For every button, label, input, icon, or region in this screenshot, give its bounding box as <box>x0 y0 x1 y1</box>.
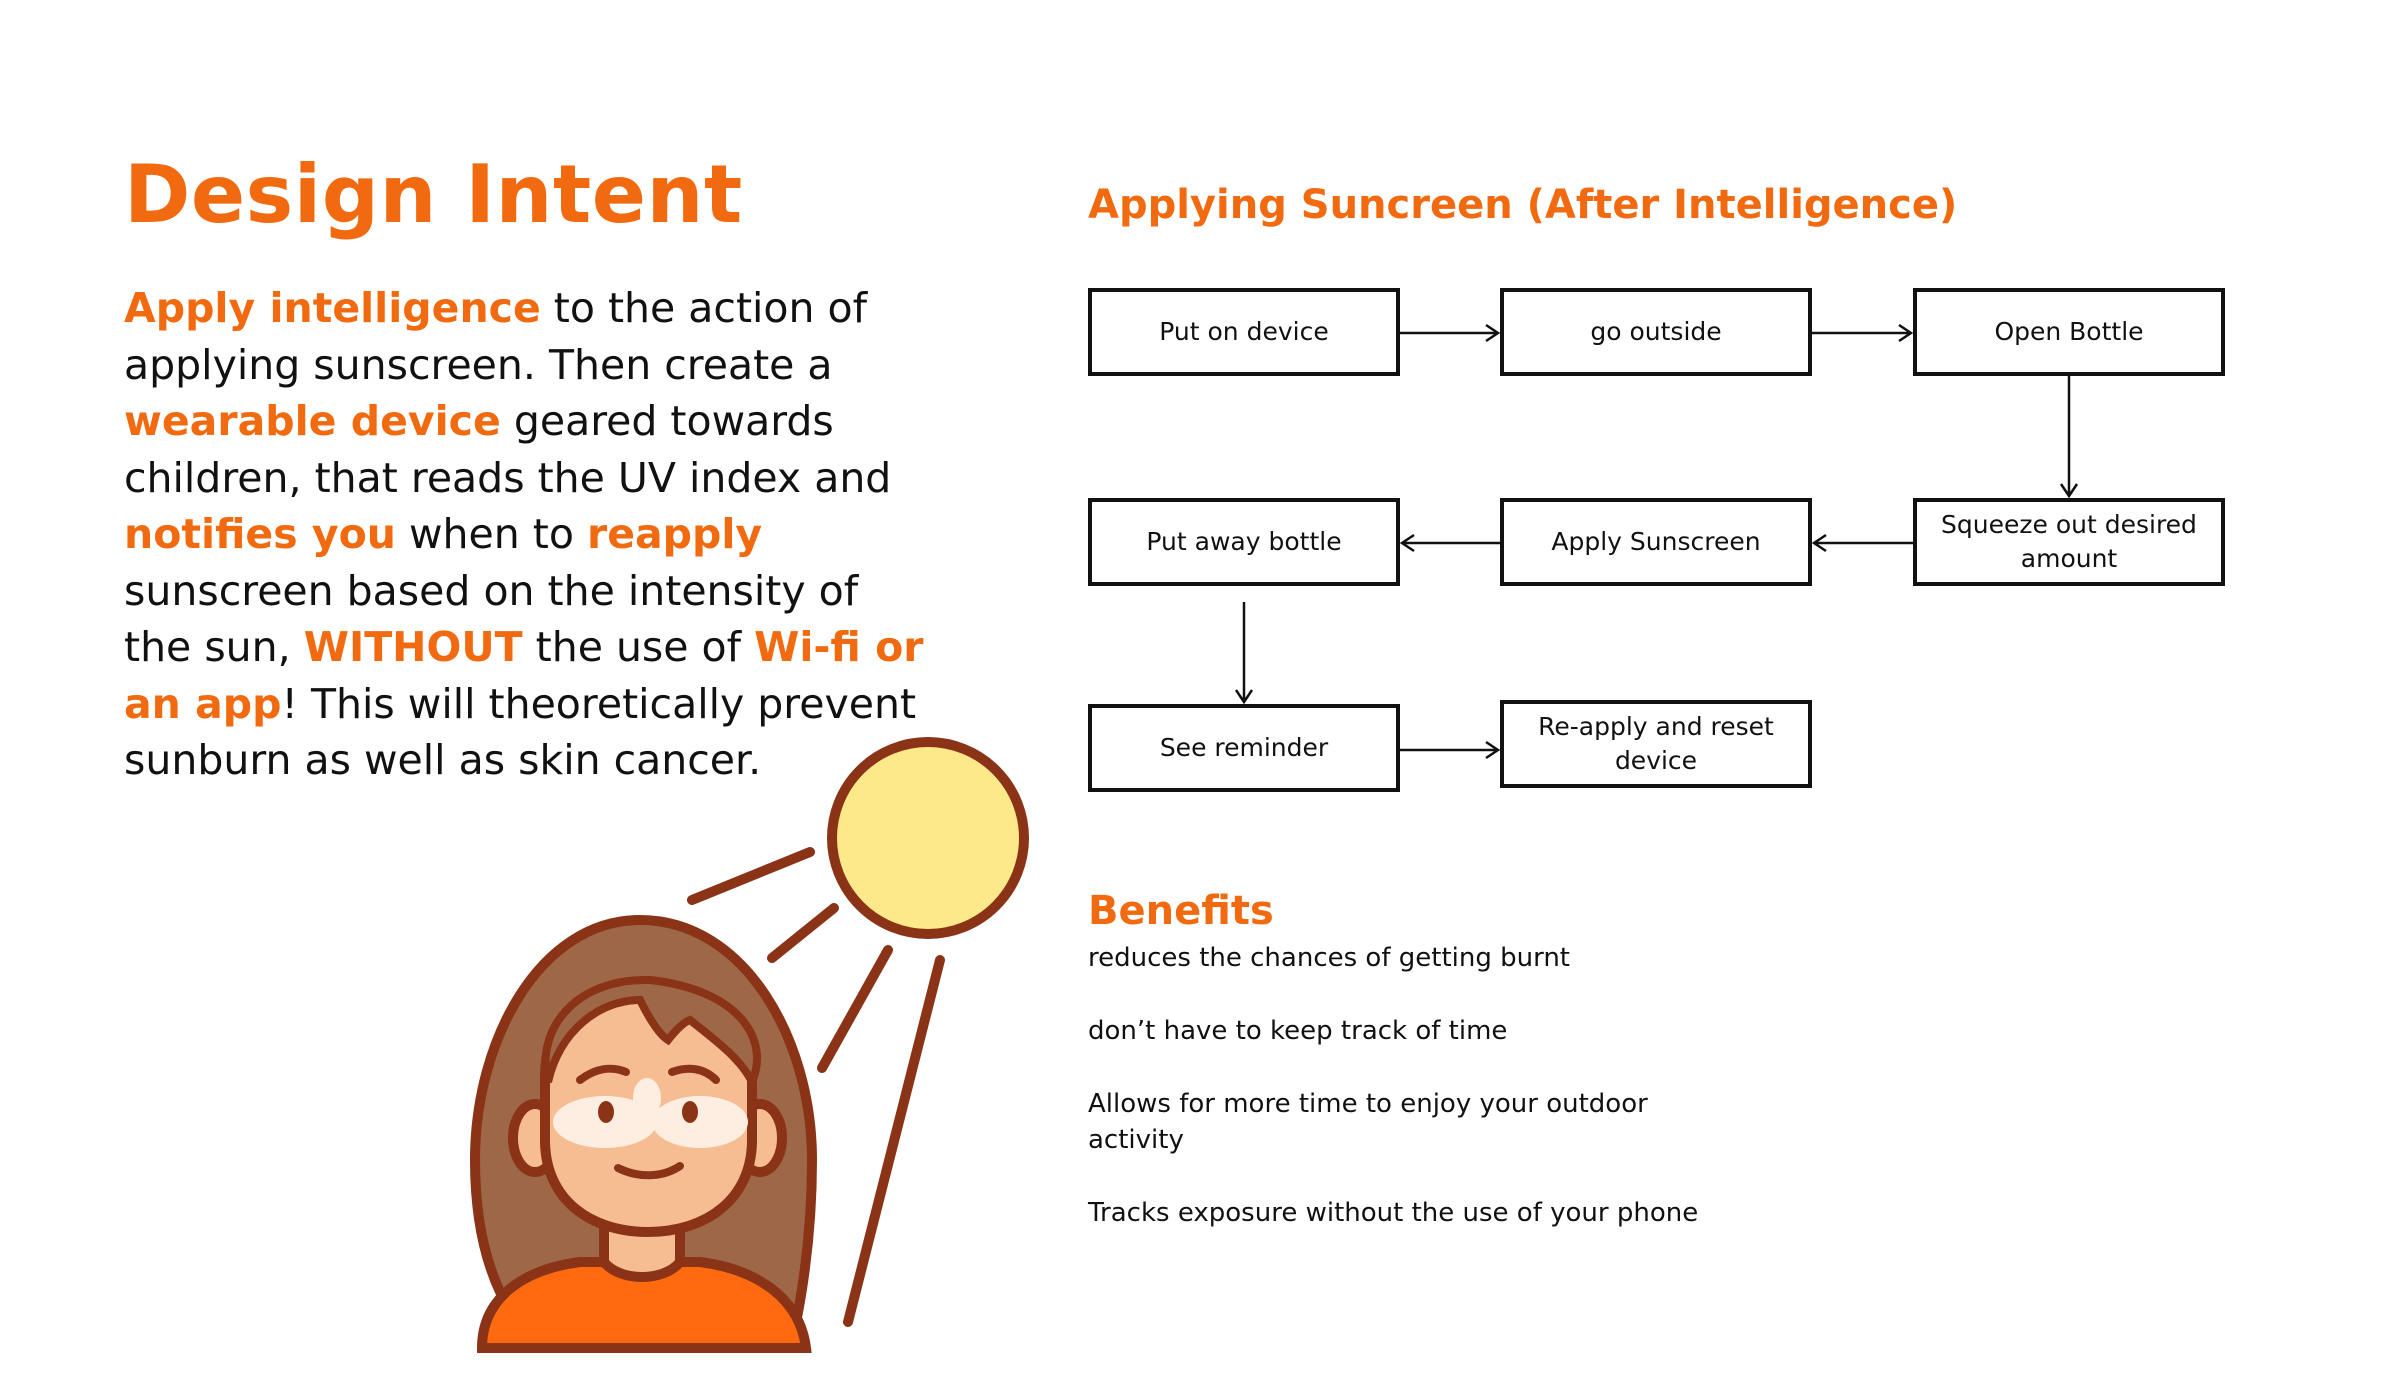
arrow-2-3 <box>1812 323 1914 343</box>
arrow-3-4 <box>2059 376 2079 499</box>
highlight-wifi-or-app: Wi-fi or an app <box>124 623 924 728</box>
intent-text: geared towards children, that reads the … <box>124 397 892 502</box>
design-intent-paragraph: Apply intelligence to the action of appl… <box>124 280 924 789</box>
step-label: Put away bottle <box>1146 527 1342 556</box>
sunscreen-right-cheek <box>652 1096 748 1148</box>
highlight-notifies-you: notifies you <box>124 510 396 558</box>
step-label: Re-apply and reset device <box>1538 712 1774 775</box>
arrow-1-2 <box>1400 323 1501 343</box>
step-put-away-bottle: Put away bottle <box>1088 498 1400 586</box>
benefit-item: reduces the chances of getting burnt <box>1088 943 1570 973</box>
step-reapply-reset: Re-apply and reset device <box>1500 700 1812 788</box>
step-apply-sunscreen: Apply Sunscreen <box>1500 498 1812 586</box>
intent-text: when to <box>395 510 587 558</box>
step-open-bottle: Open Bottle <box>1913 288 2225 376</box>
page-title: Design Intent <box>124 148 743 241</box>
arrow-7-8 <box>1400 740 1501 760</box>
arrow-6-7 <box>1234 602 1254 705</box>
step-go-outside: go outside <box>1500 288 1812 376</box>
flowchart-title: Applying Suncreen (After Intelligence) <box>1088 182 1958 228</box>
highlight-without: WITHOUT <box>303 623 523 671</box>
sun-icon <box>827 737 1029 939</box>
intent-text: ! This will theoretically prevent sunbur… <box>124 679 917 785</box>
step-label: go outside <box>1590 317 1722 346</box>
step-label: Apply Sunscreen <box>1551 527 1761 556</box>
shirt <box>476 1257 812 1353</box>
bangs <box>541 975 761 1092</box>
highlight-wearable-device: wearable device <box>124 397 501 445</box>
mouth <box>614 1162 684 1180</box>
benefit-item: don’t have to keep track of time <box>1088 1016 1508 1046</box>
highlight-apply-intelligence: Apply intelligence <box>124 284 541 332</box>
arrow-5-6 <box>1399 533 1500 553</box>
benefits-title: Benefits <box>1088 888 1274 934</box>
benefit-item: Tracks exposure without the use of your … <box>1088 1198 1699 1228</box>
highlight-reapply: reapply <box>586 510 763 558</box>
step-label: Put on device <box>1159 317 1329 346</box>
left-eye <box>598 1101 614 1123</box>
left-eyebrow <box>576 1064 630 1084</box>
step-squeeze-out: Squeeze out desired amount <box>1913 498 2225 586</box>
intent-text: sunscreen based on the intensity of the … <box>124 566 859 672</box>
intent-text: to the action of applying sunscreen. The… <box>124 284 868 389</box>
step-see-reminder: See reminder <box>1088 704 1400 792</box>
right-eyebrow <box>668 1064 720 1084</box>
intent-text: the use of <box>522 623 755 671</box>
step-put-on-device: Put on device <box>1088 288 1400 376</box>
benefit-item: Allows for more time to enjoy your outdo… <box>1088 1089 1648 1155</box>
step-label: Squeeze out desired amount <box>1941 510 2197 573</box>
step-label: Open Bottle <box>1994 317 2144 346</box>
sunscreen-nose <box>633 1078 661 1118</box>
arrow-4-5 <box>1811 533 1913 553</box>
child-icon <box>469 914 818 1353</box>
right-eye <box>682 1101 698 1123</box>
step-label: See reminder <box>1159 733 1329 762</box>
sun-rays <box>687 847 945 1327</box>
